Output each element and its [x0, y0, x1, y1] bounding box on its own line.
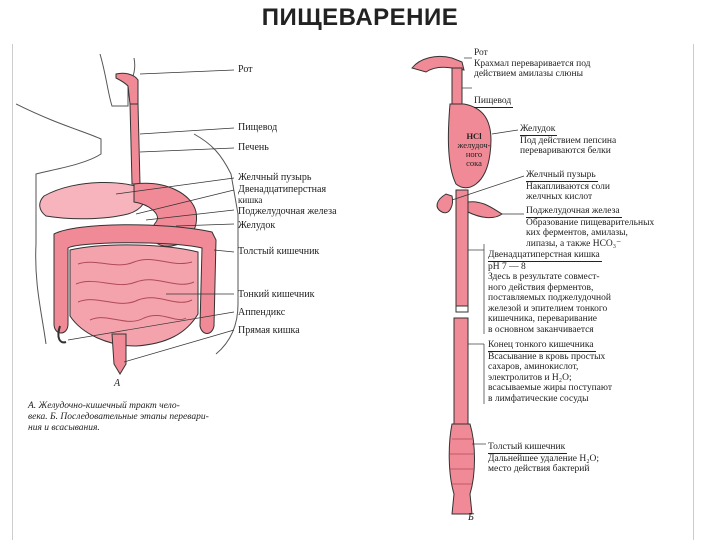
b-duo-line-3: поставляемых поджелудочной [488, 293, 611, 303]
esophagus-shape [129, 103, 141, 185]
b-pancreas-title: Поджелудочная железа [526, 206, 622, 218]
liver-shape [39, 181, 147, 220]
b-si-line-3: электролитов и H₂O; [488, 372, 572, 383]
figure-letter-a: А [114, 378, 121, 389]
label-liver: Печень [238, 142, 269, 153]
b-colon-line-1: Дальнейшее удаление H₂O; [488, 453, 600, 464]
b-colon-line-2: место действия бактерий [488, 464, 590, 474]
slide-frame [12, 44, 694, 540]
digestion-figure: Рот Пищевод Печень Желчный пузырь Двенад… [16, 44, 692, 534]
b-pancreas-line-1: Образование пищеварительных [526, 217, 655, 228]
label-colon: Толстый кишечник [238, 246, 320, 257]
b-esophagus-note: Пищевод [474, 96, 514, 108]
caption-line-3: ния и всасывания. [28, 423, 100, 433]
b-si-line-1: Всасывание в кровь простых [488, 351, 606, 362]
label-duodenum-2: кишка [238, 195, 263, 205]
label-mouth: Рот [238, 64, 253, 75]
label-pancreas: Поджелудочная железа [238, 206, 337, 217]
b-si-title: Конец тонкого кишечника [488, 340, 596, 352]
b-duo-line-4: железой и эпителием тонкого [488, 303, 608, 314]
b-pancreas-line-3: липазы, а также HCO₃⁻ [526, 238, 622, 249]
b-gall-title: Желчный пузырь [526, 170, 598, 182]
b-si-line-5: в лимфатические сосуды [488, 393, 589, 404]
hcl-label: HCl желудоч- ного сока [456, 132, 492, 168]
b-esophagus-title: Пищевод [474, 96, 514, 108]
digestive-tract-illustration [16, 53, 525, 515]
b-small-intestine-note: Конец тонкого кишечника Всасывание в кро… [488, 340, 612, 404]
figure-caption: А. Желудочно-кишечный тракт чело- века. … [28, 401, 288, 434]
caption-line-1: А. Желудочно-кишечный тракт чело- [28, 401, 180, 411]
b-duo-line-2: ного действия ферментов, [488, 282, 594, 293]
slide-title: ПИЩЕВАРЕНИЕ [261, 4, 459, 31]
b-gallbladder-shape [436, 193, 453, 214]
b-stomach-title: Желудок [520, 124, 558, 136]
b-mouth-line-2: действием амилазы слюны [474, 69, 583, 79]
b-mouth-shape [411, 55, 465, 73]
label-rectum: Прямая кишка [238, 325, 300, 336]
b-esophagus-shape [451, 67, 463, 105]
hcl-line-4: сока [466, 158, 482, 168]
hcl-line-1: HCl [466, 131, 482, 141]
b-stomach-line-2: перевариваются белки [520, 146, 611, 156]
hcl-line-3: ного [465, 149, 483, 159]
b-colon-title: Толстый кишечник [488, 442, 568, 454]
b-duo-line-6: в основном заканчивается [488, 324, 594, 335]
b-gallbladder-note: Желчный пузырь Накапливаются соли желчны… [526, 170, 610, 203]
b-duo-line-1: Здесь в результате совмест- [488, 272, 600, 282]
b-pancreas-line-2: ких ферментов, амилазы, [526, 228, 628, 238]
b-gall-line-2: желчных кислот [526, 192, 593, 202]
b-stomach-shape [447, 103, 492, 189]
b-duo-title: Двенадцатиперстная кишка [488, 250, 602, 262]
rectum-shape [111, 333, 127, 375]
b-gall-line-1: Накапливаются соли [526, 181, 610, 192]
caption-line-2: века. Б. Последовательные этапы перевари… [28, 412, 209, 422]
b-pancreas-note: Поджелудочная железа Образование пищевар… [526, 206, 654, 249]
b-mouth-note: Рот Крахмал переваривается под действием… [474, 48, 591, 80]
b-si-line-2: сахаров, аминокислот, [488, 362, 579, 372]
label-duodenum-1: Двенадцатиперстная [238, 184, 327, 195]
label-small-intestine: Тонкий кишечник [238, 289, 315, 300]
b-stomach-note: Желудок Под действием пепсина переварива… [520, 124, 616, 157]
figure-letter-b: Б [468, 512, 474, 523]
b-pancreas-shape [467, 201, 503, 219]
label-gallbladder: Желчный пузырь [238, 172, 312, 183]
b-colon-note: Толстый кишечник Дальнейшее удаление H₂O… [488, 442, 599, 475]
label-stomach: Желудок [238, 220, 276, 231]
b-duodenum-note: Двенадцатиперстная кишка pH 7 — 8 Здесь … [488, 250, 611, 335]
b-mouth-title: Рот [474, 48, 488, 58]
label-esophagus: Пищевод [238, 122, 278, 133]
b-duodenum-shape [455, 189, 469, 307]
b-mouth-line-1: Крахмал переваривается под [474, 58, 591, 69]
small-intestine-shape [69, 244, 199, 347]
mouth-shape [115, 72, 139, 106]
colon-shape [53, 224, 217, 334]
label-appendix: Аппендикс [238, 307, 286, 318]
b-duo-ph: pH 7 — 8 [488, 261, 526, 272]
b-si-line-4: всасываемые жиры поступают [488, 383, 613, 393]
b-stomach-line-1: Под действием пепсина [520, 135, 617, 146]
hcl-line-2: желудоч- [457, 140, 491, 150]
b-small-intestine-shape [453, 317, 469, 425]
b-duo-line-5: кишечника, переваривание [488, 314, 598, 324]
